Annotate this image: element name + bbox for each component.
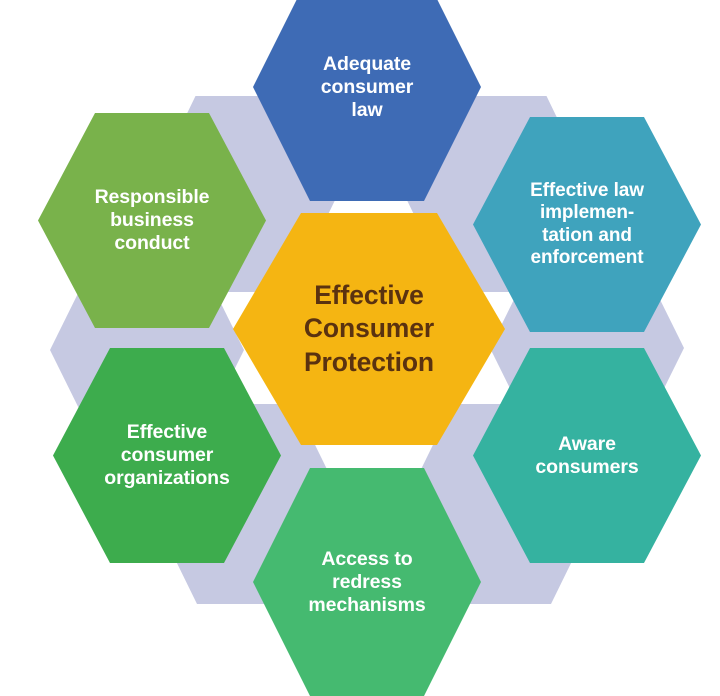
hexagon-label-responsible-business-conduct: Responsible business conduct bbox=[94, 186, 210, 254]
consumer-protection-hexagon-diagram: Adequate consumer law Effective law impl… bbox=[38, 0, 701, 696]
hexagon-access-to-redress-mechanisms[interactable]: Access to redress mechanisms bbox=[253, 468, 481, 696]
hexagon-label-effective-law-implementation-and-enforcement: Effective law implemen- tation and enfor… bbox=[530, 179, 644, 268]
hexagon-label-access-to-redress-mechanisms: Access to redress mechanisms bbox=[308, 547, 426, 616]
hexagon-label-adequate-consumer-law: Adequate consumer law bbox=[320, 52, 414, 121]
hexagon-label-effective-consumer-protection: Effective Consumer Protection bbox=[303, 279, 435, 377]
hexagon-label-effective-consumer-organizations: Effective consumer organizations bbox=[104, 421, 230, 489]
hexagon-effective-consumer-protection[interactable]: Effective Consumer Protection bbox=[233, 213, 505, 445]
hexagon-label-aware-consumers: Aware consumers bbox=[535, 432, 639, 478]
